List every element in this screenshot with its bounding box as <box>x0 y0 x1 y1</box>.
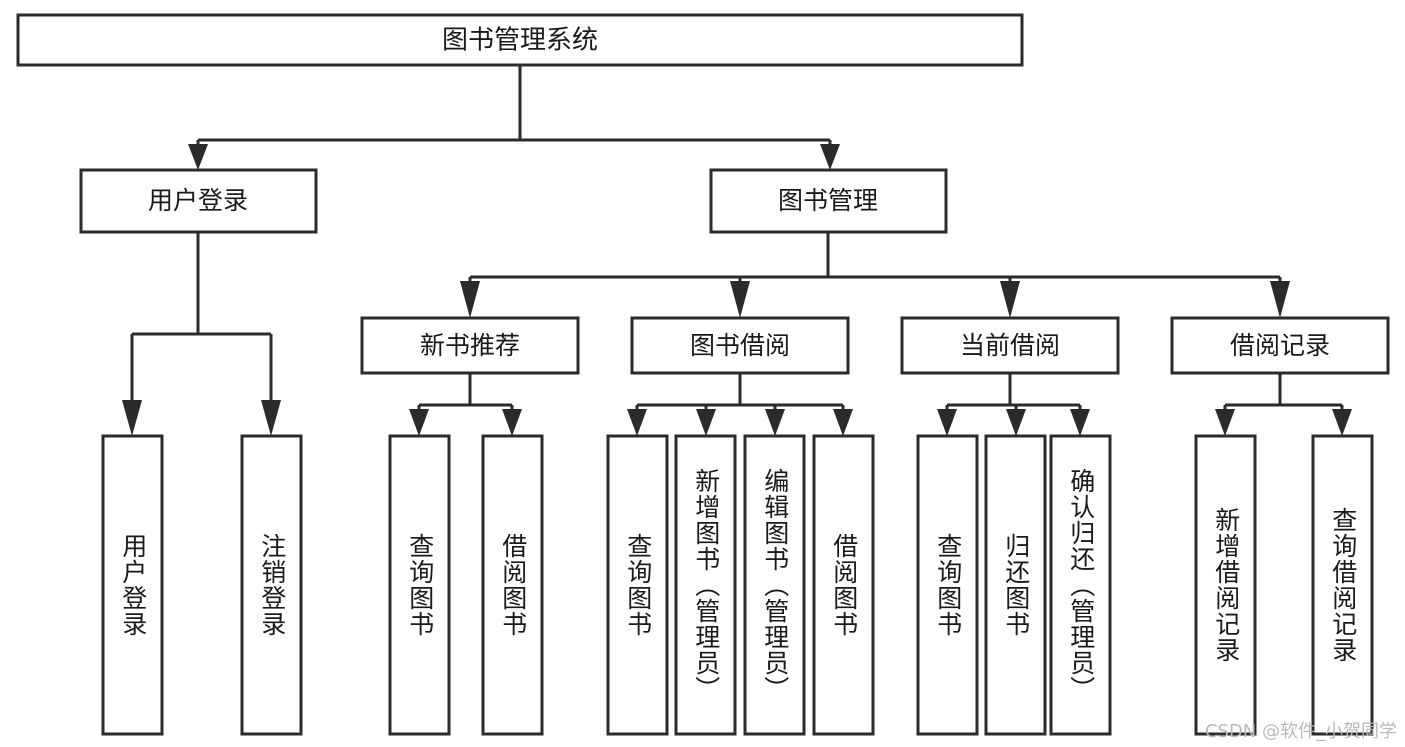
leaf-borrow-book-recommend-box[interactable] <box>481 434 544 736</box>
arrow-head-leaf-query-book-recommend <box>409 409 429 436</box>
connector-root-to-level2 <box>188 65 840 170</box>
node-user-login[interactable]: 用户登录 <box>79 168 318 234</box>
connector-book-management-to-level3 <box>460 232 1290 318</box>
node-book-management-label: 图书管理 <box>778 186 878 215</box>
node-current-borrow-box <box>900 316 1120 375</box>
arrow-head-leaf-user-login <box>122 400 142 436</box>
leaf-add-book-box[interactable] <box>674 434 737 736</box>
watermark-text: CSDN @软件_小贺同学 <box>1204 721 1397 742</box>
arrow-head-new-book-recommend <box>460 281 480 318</box>
arrow-head-leaf-add-borrow-record <box>1215 409 1235 436</box>
leaf-logout-box[interactable] <box>240 434 303 736</box>
node-book-management[interactable]: 图书管理 <box>709 168 948 234</box>
leaf-confirm-return-box[interactable] <box>1049 434 1112 736</box>
node-current-borrow-label: 当前借阅 <box>960 331 1060 360</box>
node-root-box <box>16 13 1024 67</box>
node-root-label: 图书管理系统 <box>442 26 598 56</box>
node-new-book-recommend[interactable]: 新书推荐 <box>360 316 580 375</box>
arrow-head-borrow-records <box>1270 281 1290 318</box>
node-book-borrow-label: 图书借阅 <box>690 331 790 360</box>
arrow-head-user-login <box>188 144 208 170</box>
leaf-borrow-book-box[interactable] <box>812 434 875 736</box>
node-new-book-recommend-box <box>360 316 580 375</box>
arrow-head-leaf-borrow-book-recommend <box>502 409 522 436</box>
node-borrow-records-label: 借阅记录 <box>1230 331 1330 360</box>
arrow-head-leaf-edit-book <box>765 409 785 436</box>
leaf-boxes <box>101 434 1374 736</box>
arrow-head-leaf-query-borrow-record <box>1332 409 1352 436</box>
leaf-user-login-box[interactable] <box>101 434 164 736</box>
node-new-book-recommend-label: 新书推荐 <box>420 331 520 360</box>
node-user-login-label: 用户登录 <box>148 186 248 215</box>
node-root[interactable]: 图书管理系统 <box>16 13 1024 67</box>
leaf-query-book-recommend-box[interactable] <box>388 434 451 736</box>
leaf-add-borrow-record-box[interactable] <box>1194 434 1257 736</box>
arrow-head-book-borrow <box>730 281 750 318</box>
leaf-return-book-box[interactable] <box>984 434 1047 736</box>
node-book-management-box <box>709 168 948 234</box>
node-book-borrow-box <box>630 316 850 375</box>
arrow-head-leaf-query-book <box>627 409 647 436</box>
node-book-borrow[interactable]: 图书借阅 <box>630 316 850 375</box>
connector-book-borrow-to-leaves <box>627 373 853 436</box>
arrow-head-leaf-confirm-return <box>1070 409 1090 436</box>
leaf-query-book-box[interactable] <box>606 434 669 736</box>
arrow-head-leaf-return-book <box>1006 409 1026 436</box>
connector-borrow-records-to-leaves <box>1215 373 1352 436</box>
arrow-head-leaf-add-book <box>696 409 716 436</box>
node-borrow-records[interactable]: 借阅记录 <box>1170 316 1390 375</box>
arrow-head-leaf-query-book-current <box>937 409 957 436</box>
arrow-head-leaf-logout <box>261 400 281 436</box>
arrow-head-current-borrow <box>1000 281 1020 318</box>
connector-new-book-recommend-to-leaves <box>409 373 522 436</box>
node-user-login-box <box>79 168 318 234</box>
connector-user-login-to-leaves <box>122 232 281 436</box>
arrow-head-book-management <box>820 144 840 170</box>
leaf-query-borrow-record-box[interactable] <box>1311 434 1374 736</box>
leaf-query-book-current-box[interactable] <box>916 434 979 736</box>
node-borrow-records-box <box>1170 316 1390 375</box>
arrow-head-leaf-borrow-book <box>833 409 853 436</box>
connector-current-borrow-to-leaves <box>937 373 1090 436</box>
node-current-borrow[interactable]: 当前借阅 <box>900 316 1120 375</box>
leaf-edit-book-box[interactable] <box>743 434 806 736</box>
